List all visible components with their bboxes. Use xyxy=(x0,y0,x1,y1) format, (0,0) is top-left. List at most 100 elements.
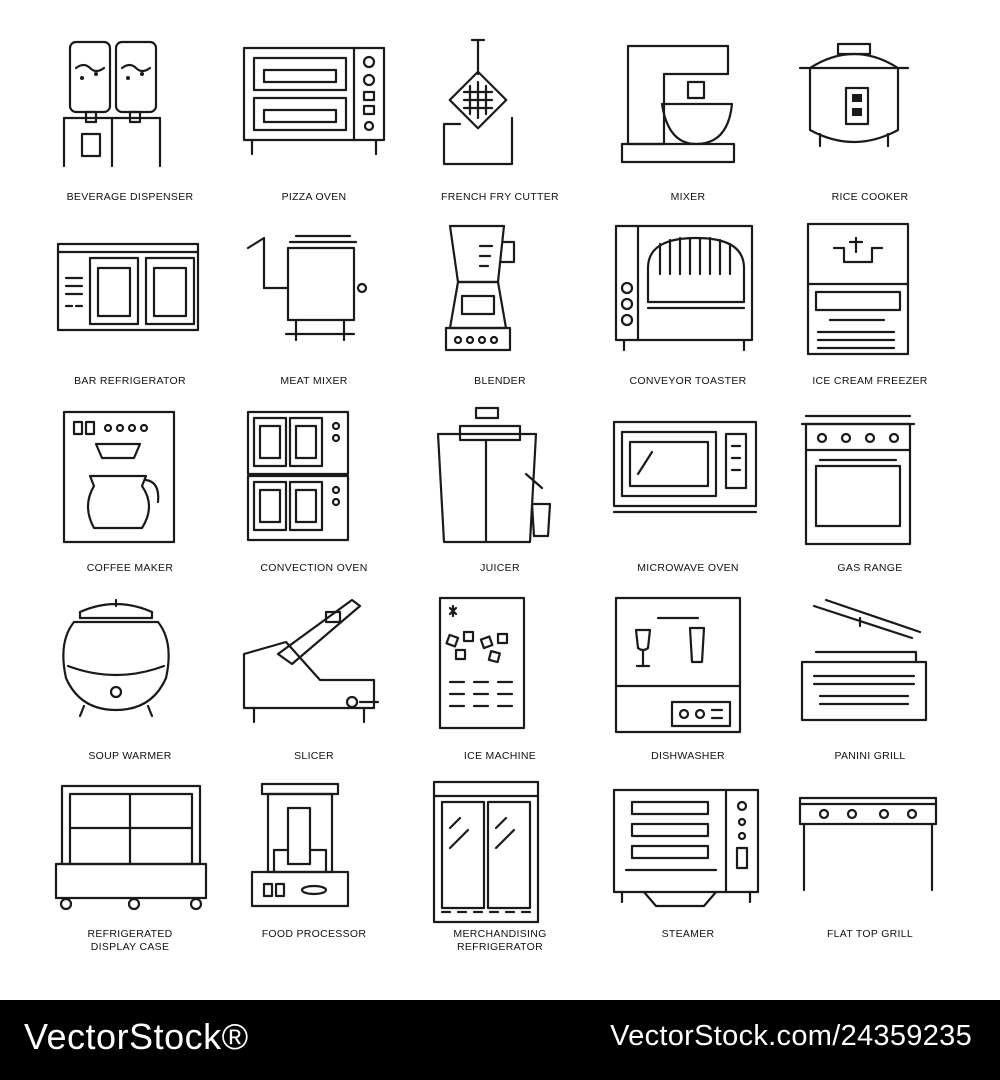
juicer-icon xyxy=(408,404,592,550)
icon-caption: JUICER xyxy=(408,562,592,575)
bar-refrigerator-icon xyxy=(38,218,222,364)
icon-caption: SOUP WARMER xyxy=(38,750,222,763)
icon-sheet: BEVERAGE DISPENSER PIZZA OVEN FRENCH FRY… xyxy=(38,34,962,954)
rice-cooker-icon xyxy=(778,34,962,180)
icon-tile xyxy=(38,778,222,924)
icon-caption: PANINI GRILL xyxy=(778,750,962,763)
icon-label: STEAMER xyxy=(661,928,715,940)
icon-tile xyxy=(408,34,592,180)
microwave-oven-icon xyxy=(596,404,780,550)
icon-caption: DISHWASHER xyxy=(596,750,780,763)
gas-range-icon xyxy=(778,404,962,550)
icon-tile xyxy=(778,34,962,180)
icon-tile xyxy=(222,218,406,364)
icon-label: SLICER xyxy=(294,750,334,762)
pizza-oven-icon xyxy=(222,34,406,180)
icon-label: RICE COOKER xyxy=(831,191,909,203)
icon-label: FOOD PROCESSOR xyxy=(261,928,367,940)
ice-cream-freezer-icon xyxy=(778,218,962,364)
icon-label: SOUP WARMER xyxy=(88,750,172,762)
icon-tile xyxy=(596,592,780,738)
icon-tile xyxy=(408,218,592,364)
refrigerated-display-case-icon xyxy=(38,778,222,924)
icon-label: MEAT MIXER xyxy=(280,375,348,387)
icon-tile xyxy=(38,404,222,550)
icon-tile xyxy=(38,218,222,364)
icon-caption: ICE MACHINE xyxy=(408,750,592,763)
footer-brand: VectorStock® xyxy=(24,1016,249,1057)
icon-label-line2: DISPLAY CASE xyxy=(90,941,170,953)
panini-grill-icon xyxy=(778,592,962,738)
conveyor-toaster-icon xyxy=(596,218,780,364)
merchandising-refrigerator-icon xyxy=(408,778,592,924)
icon-caption: MEAT MIXER xyxy=(222,375,406,388)
icon-label: FLAT TOP GRILL xyxy=(826,928,914,940)
icon-label-line2: REFRIGERATOR xyxy=(456,941,544,953)
icon-caption: GAS RANGE xyxy=(778,562,962,575)
icon-label: PIZZA OVEN xyxy=(281,191,347,203)
icon-tile xyxy=(222,34,406,180)
watermark-footer: VectorStock® VectorStock.com/24359235 xyxy=(0,1000,1000,1080)
icon-tile xyxy=(596,778,780,924)
icon-label: COFFEE MAKER xyxy=(86,562,174,574)
footer-code: VectorStock.com/24359235 xyxy=(610,1020,972,1052)
mixer-icon xyxy=(596,34,780,180)
icon-label: CONVEYOR TOASTER xyxy=(629,375,747,387)
icon-label: BEVERAGE DISPENSER xyxy=(66,191,194,203)
meat-mixer-icon xyxy=(222,218,406,364)
steamer-icon xyxy=(596,778,780,924)
food-processor-icon xyxy=(222,778,406,924)
icon-tile xyxy=(222,404,406,550)
icon-label: BAR REFRIGERATOR xyxy=(74,375,186,387)
flat-top-grill-icon xyxy=(778,778,962,924)
icon-tile xyxy=(596,218,780,364)
icon-caption: FOOD PROCESSOR xyxy=(222,928,406,941)
icon-caption: COFFEE MAKER xyxy=(38,562,222,575)
icon-tile xyxy=(408,778,592,924)
icon-label: DISHWASHER xyxy=(651,750,725,762)
icon-caption: MICROWAVE OVEN xyxy=(596,562,780,575)
icon-tile xyxy=(778,404,962,550)
icon-tile xyxy=(222,592,406,738)
icon-label: GAS RANGE xyxy=(837,562,903,574)
icon-label: CONVECTION OVEN xyxy=(260,562,368,574)
convection-oven-icon xyxy=(222,404,406,550)
icon-label: ICE MACHINE xyxy=(463,750,537,762)
ice-machine-icon xyxy=(408,592,592,738)
icon-tile xyxy=(778,778,962,924)
icon-caption: PIZZA OVEN xyxy=(222,191,406,204)
icon-label: REFRIGERATED xyxy=(87,928,173,940)
icon-caption: RICE COOKER xyxy=(778,191,962,204)
icon-tile xyxy=(38,34,222,180)
blender-icon xyxy=(408,218,592,364)
icon-label: PANINI GRILL xyxy=(834,750,906,762)
icon-caption: FRENCH FRY CUTTER xyxy=(408,191,592,204)
icon-tile xyxy=(778,592,962,738)
icon-label: MIXER xyxy=(670,191,706,203)
coffee-maker-icon xyxy=(38,404,222,550)
icon-caption: CONVECTION OVEN xyxy=(222,562,406,575)
beverage-dispenser-icon xyxy=(38,34,222,180)
icon-tile xyxy=(222,778,406,924)
dishwasher-icon xyxy=(596,592,780,738)
icon-label: MERCHANDISING xyxy=(453,928,547,940)
slicer-icon xyxy=(222,592,406,738)
french-fry-cutter-icon xyxy=(408,34,592,180)
icon-caption: BLENDER xyxy=(408,375,592,388)
icon-tile xyxy=(38,592,222,738)
icon-caption: CONVEYOR TOASTER xyxy=(596,375,780,388)
icon-tile xyxy=(408,592,592,738)
icon-caption: BAR REFRIGERATOR xyxy=(38,375,222,388)
icon-label: ICE CREAM FREEZER xyxy=(812,375,928,387)
icon-label: FRENCH FRY CUTTER xyxy=(441,191,559,203)
icon-caption: STEAMER xyxy=(596,928,780,941)
icon-caption: FLAT TOP GRILL xyxy=(778,928,962,941)
icon-caption: ICE CREAM FREEZER xyxy=(778,375,962,388)
icon-label: JUICER xyxy=(480,562,520,574)
icon-label: MICROWAVE OVEN xyxy=(637,562,739,574)
icon-caption: SLICER xyxy=(222,750,406,763)
icon-tile xyxy=(596,404,780,550)
icon-caption: BEVERAGE DISPENSER xyxy=(38,191,222,204)
icon-caption: MIXER xyxy=(596,191,780,204)
